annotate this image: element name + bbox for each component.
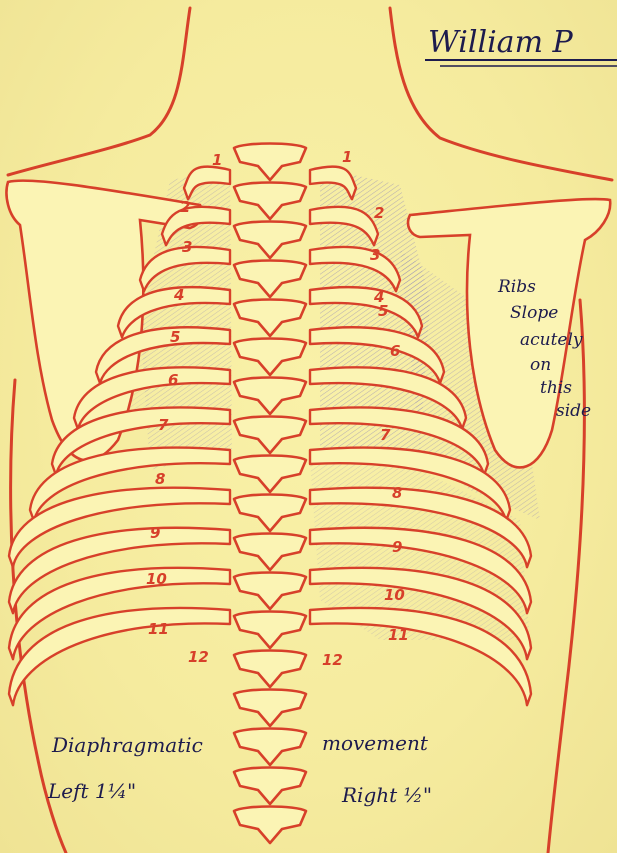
note-line-3: acutely (520, 330, 583, 350)
note-line-2: Slope (510, 303, 558, 323)
rib-number-right-8: 8 (392, 484, 402, 502)
rib-number-right-12: 12 (322, 651, 343, 669)
note-line-4: on (530, 355, 551, 375)
rib-number-left-5: 5 (170, 328, 180, 346)
vertebra-12 (234, 573, 306, 610)
left-movement-value: Left 1¼" (47, 779, 136, 803)
note-line-5: this (540, 378, 572, 398)
vertebra-8 (234, 417, 306, 454)
right-movement-value: Right ½" (341, 783, 432, 807)
rib-number-right-3: 3 (370, 246, 380, 264)
vertebra-16 (234, 729, 306, 766)
vertebra-10 (234, 495, 306, 532)
vertebra-14 (234, 651, 306, 688)
vertebra-2 (234, 183, 306, 220)
rib-number-left-2: 2 (180, 198, 190, 216)
rib-number-left-6: 6 (168, 371, 178, 389)
rib-number-left-10: 10 (146, 570, 167, 588)
rib-number-left-1: 1 (212, 151, 222, 169)
vertebra-15 (234, 690, 306, 727)
rib-number-left-3: 3 (182, 238, 192, 256)
rib-number-right-2: 2 (374, 204, 384, 222)
rib-number-right-10: 10 (384, 586, 405, 604)
vertebra-9 (234, 456, 306, 493)
movement-label: movement (322, 731, 429, 755)
vertebra-1 (234, 144, 306, 181)
rib-number-left-8: 8 (155, 470, 165, 488)
vertebra-5 (234, 300, 306, 337)
rib-number-right-1: 1 (342, 148, 352, 166)
rib-number-left-9: 9 (150, 524, 160, 542)
rib-number-right-9: 9 (392, 538, 402, 556)
vertebra-6 (234, 339, 306, 376)
rib-number-right-6: 6 (390, 342, 400, 360)
patient-name: William P (428, 25, 574, 60)
vertebra-3 (234, 222, 306, 259)
rib-number-left-11: 11 (148, 620, 169, 638)
diaphragmatic-label: Diaphragmatic (51, 733, 203, 757)
rib-number-left-4: 4 (173, 286, 184, 304)
rib-number-right-7: 7 (380, 426, 391, 444)
vertebra-11 (234, 534, 306, 571)
vertebra-18 (234, 807, 306, 844)
rib-number-right-5: 5 (378, 302, 388, 320)
rib-number-left-7: 7 (158, 416, 169, 434)
vertebra-13 (234, 612, 306, 649)
vertebra-4 (234, 261, 306, 298)
note-line-6: side (556, 401, 591, 421)
vertebra-7 (234, 378, 306, 415)
vertebra-17 (234, 768, 306, 805)
spine (234, 144, 306, 844)
rib-number-left-12: 12 (188, 648, 209, 666)
rib-number-right-11: 11 (388, 626, 409, 644)
note-line-1: Ribs (497, 277, 536, 297)
